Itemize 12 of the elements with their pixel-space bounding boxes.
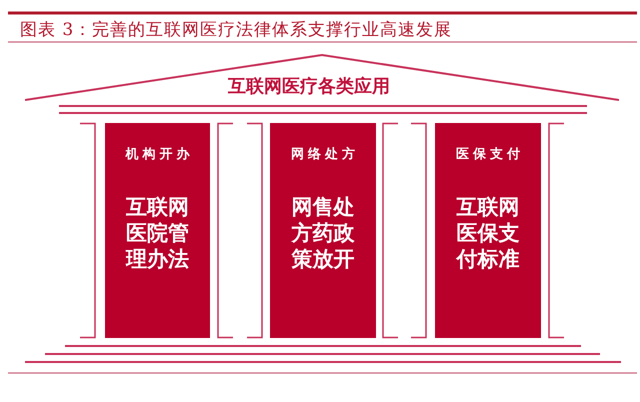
pillar-heading: 医保支付 [455, 147, 524, 163]
chart-title: 图表 3：完善的互联网医疗法律体系支撑行业高速发展 [20, 19, 452, 41]
roof-title: 互联网医疗各类应用 [228, 76, 390, 98]
pillar-heading: 机构开办 [124, 147, 194, 163]
pillar-heading: 网络处方 [290, 147, 359, 163]
pillar-text: 网售处方药政策放开 [290, 194, 356, 272]
pillar-box [105, 123, 210, 338]
pillar-box [435, 123, 541, 338]
pillar-text: 互联网医保支付标准 [454, 194, 520, 272]
pillar-text: 互联网医院管理办法 [124, 194, 190, 272]
pillar-box [270, 123, 376, 338]
roof-shape [25, 54, 619, 101]
